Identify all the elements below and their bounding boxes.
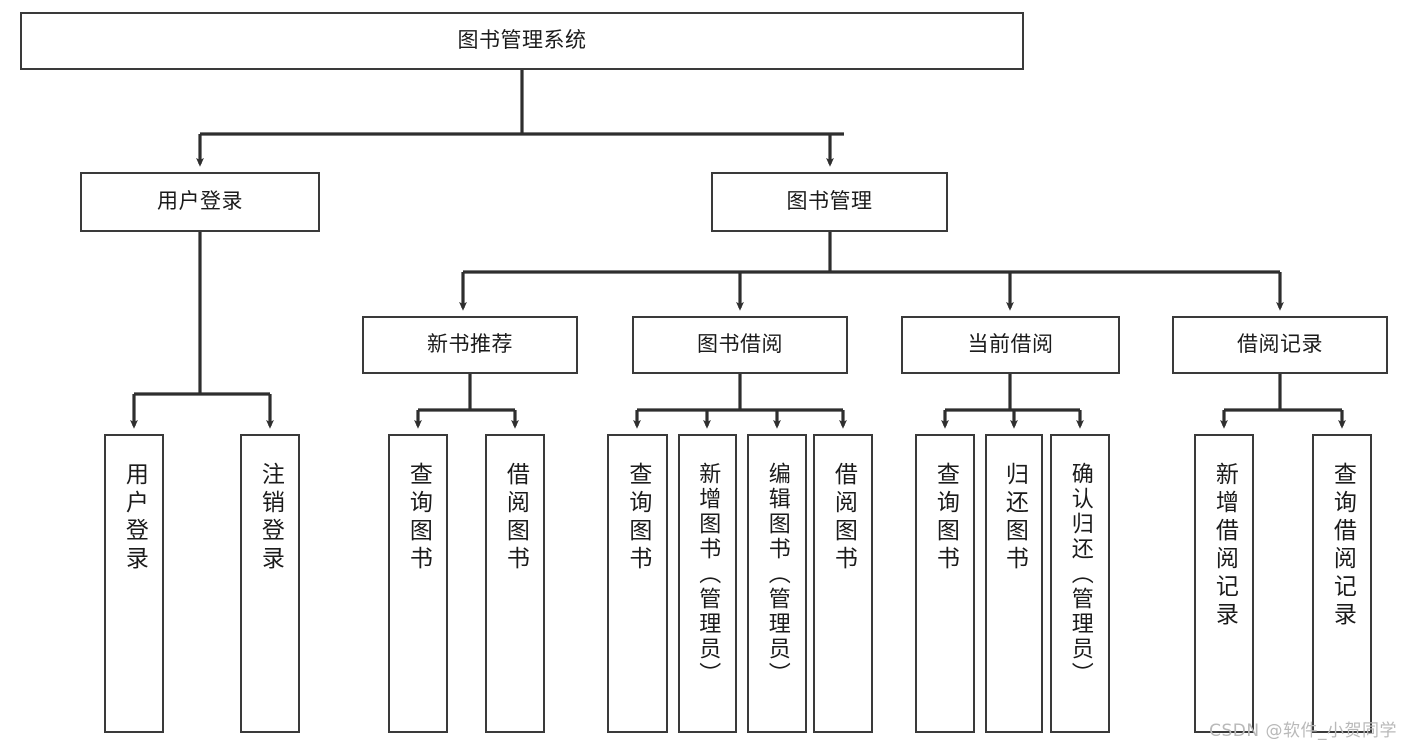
node-root[interactable]: 图书管理系统 <box>20 12 1024 70</box>
node-root-label: 图书管理系统 <box>457 28 587 53</box>
node-leaf-edit-book-admin-label: 编辑图书（管理员） <box>764 462 790 687</box>
node-leaf-borrow-book-borrow-label: 借阅图书 <box>830 462 857 574</box>
node-book-borrow[interactable]: 图书借阅 <box>632 316 848 374</box>
node-leaf-add-borrow-record[interactable]: 新增借阅记录 <box>1194 434 1254 733</box>
node-leaf-user-login-label: 用户登录 <box>121 462 148 574</box>
node-leaf-query-book-recommend[interactable]: 查询图书 <box>388 434 448 733</box>
node-leaf-add-borrow-record-label: 新增借阅记录 <box>1211 462 1238 630</box>
node-user-login-label: 用户登录 <box>157 189 243 214</box>
node-leaf-query-borrow-record-label: 查询借阅记录 <box>1329 462 1356 630</box>
node-leaf-borrow-book-recommend-label: 借阅图书 <box>502 462 529 574</box>
node-leaf-add-book-admin[interactable]: 新增图书（管理员） <box>678 434 737 733</box>
node-leaf-borrow-book-borrow[interactable]: 借阅图书 <box>813 434 873 733</box>
node-leaf-confirm-return-admin-label: 确认归还（管理员） <box>1067 462 1093 687</box>
node-leaf-edit-book-admin[interactable]: 编辑图书（管理员） <box>747 434 807 733</box>
node-leaf-query-book-current-label: 查询图书 <box>932 462 959 574</box>
node-leaf-logout[interactable]: 注销登录 <box>240 434 300 733</box>
node-current-borrow[interactable]: 当前借阅 <box>901 316 1120 374</box>
node-leaf-query-book-current[interactable]: 查询图书 <box>915 434 975 733</box>
node-leaf-add-book-admin-label: 新增图书（管理员） <box>695 462 721 687</box>
node-leaf-return-book-label: 归还图书 <box>1001 462 1028 574</box>
node-leaf-query-book-borrow[interactable]: 查询图书 <box>607 434 668 733</box>
node-new-book-recommend[interactable]: 新书推荐 <box>362 316 578 374</box>
node-new-book-recommend-label: 新书推荐 <box>427 332 513 357</box>
node-leaf-user-login[interactable]: 用户登录 <box>104 434 164 733</box>
node-current-borrow-label: 当前借阅 <box>967 332 1054 357</box>
node-book-borrow-label: 图书借阅 <box>697 332 783 357</box>
node-leaf-confirm-return-admin[interactable]: 确认归还（管理员） <box>1050 434 1110 733</box>
node-borrow-record-label: 借阅记录 <box>1237 332 1323 357</box>
node-leaf-query-book-recommend-label: 查询图书 <box>405 462 432 574</box>
node-user-login[interactable]: 用户登录 <box>80 172 320 232</box>
node-leaf-query-borrow-record[interactable]: 查询借阅记录 <box>1312 434 1372 733</box>
node-book-manage[interactable]: 图书管理 <box>711 172 948 232</box>
node-leaf-logout-label: 注销登录 <box>257 462 284 574</box>
node-book-manage-label: 图书管理 <box>786 189 873 214</box>
node-borrow-record[interactable]: 借阅记录 <box>1172 316 1388 374</box>
node-leaf-query-book-borrow-label: 查询图书 <box>624 462 651 574</box>
node-leaf-borrow-book-recommend[interactable]: 借阅图书 <box>485 434 545 733</box>
node-leaf-return-book[interactable]: 归还图书 <box>985 434 1043 733</box>
csdn-watermark: CSDN @软件_小贺同学 <box>1209 721 1397 741</box>
